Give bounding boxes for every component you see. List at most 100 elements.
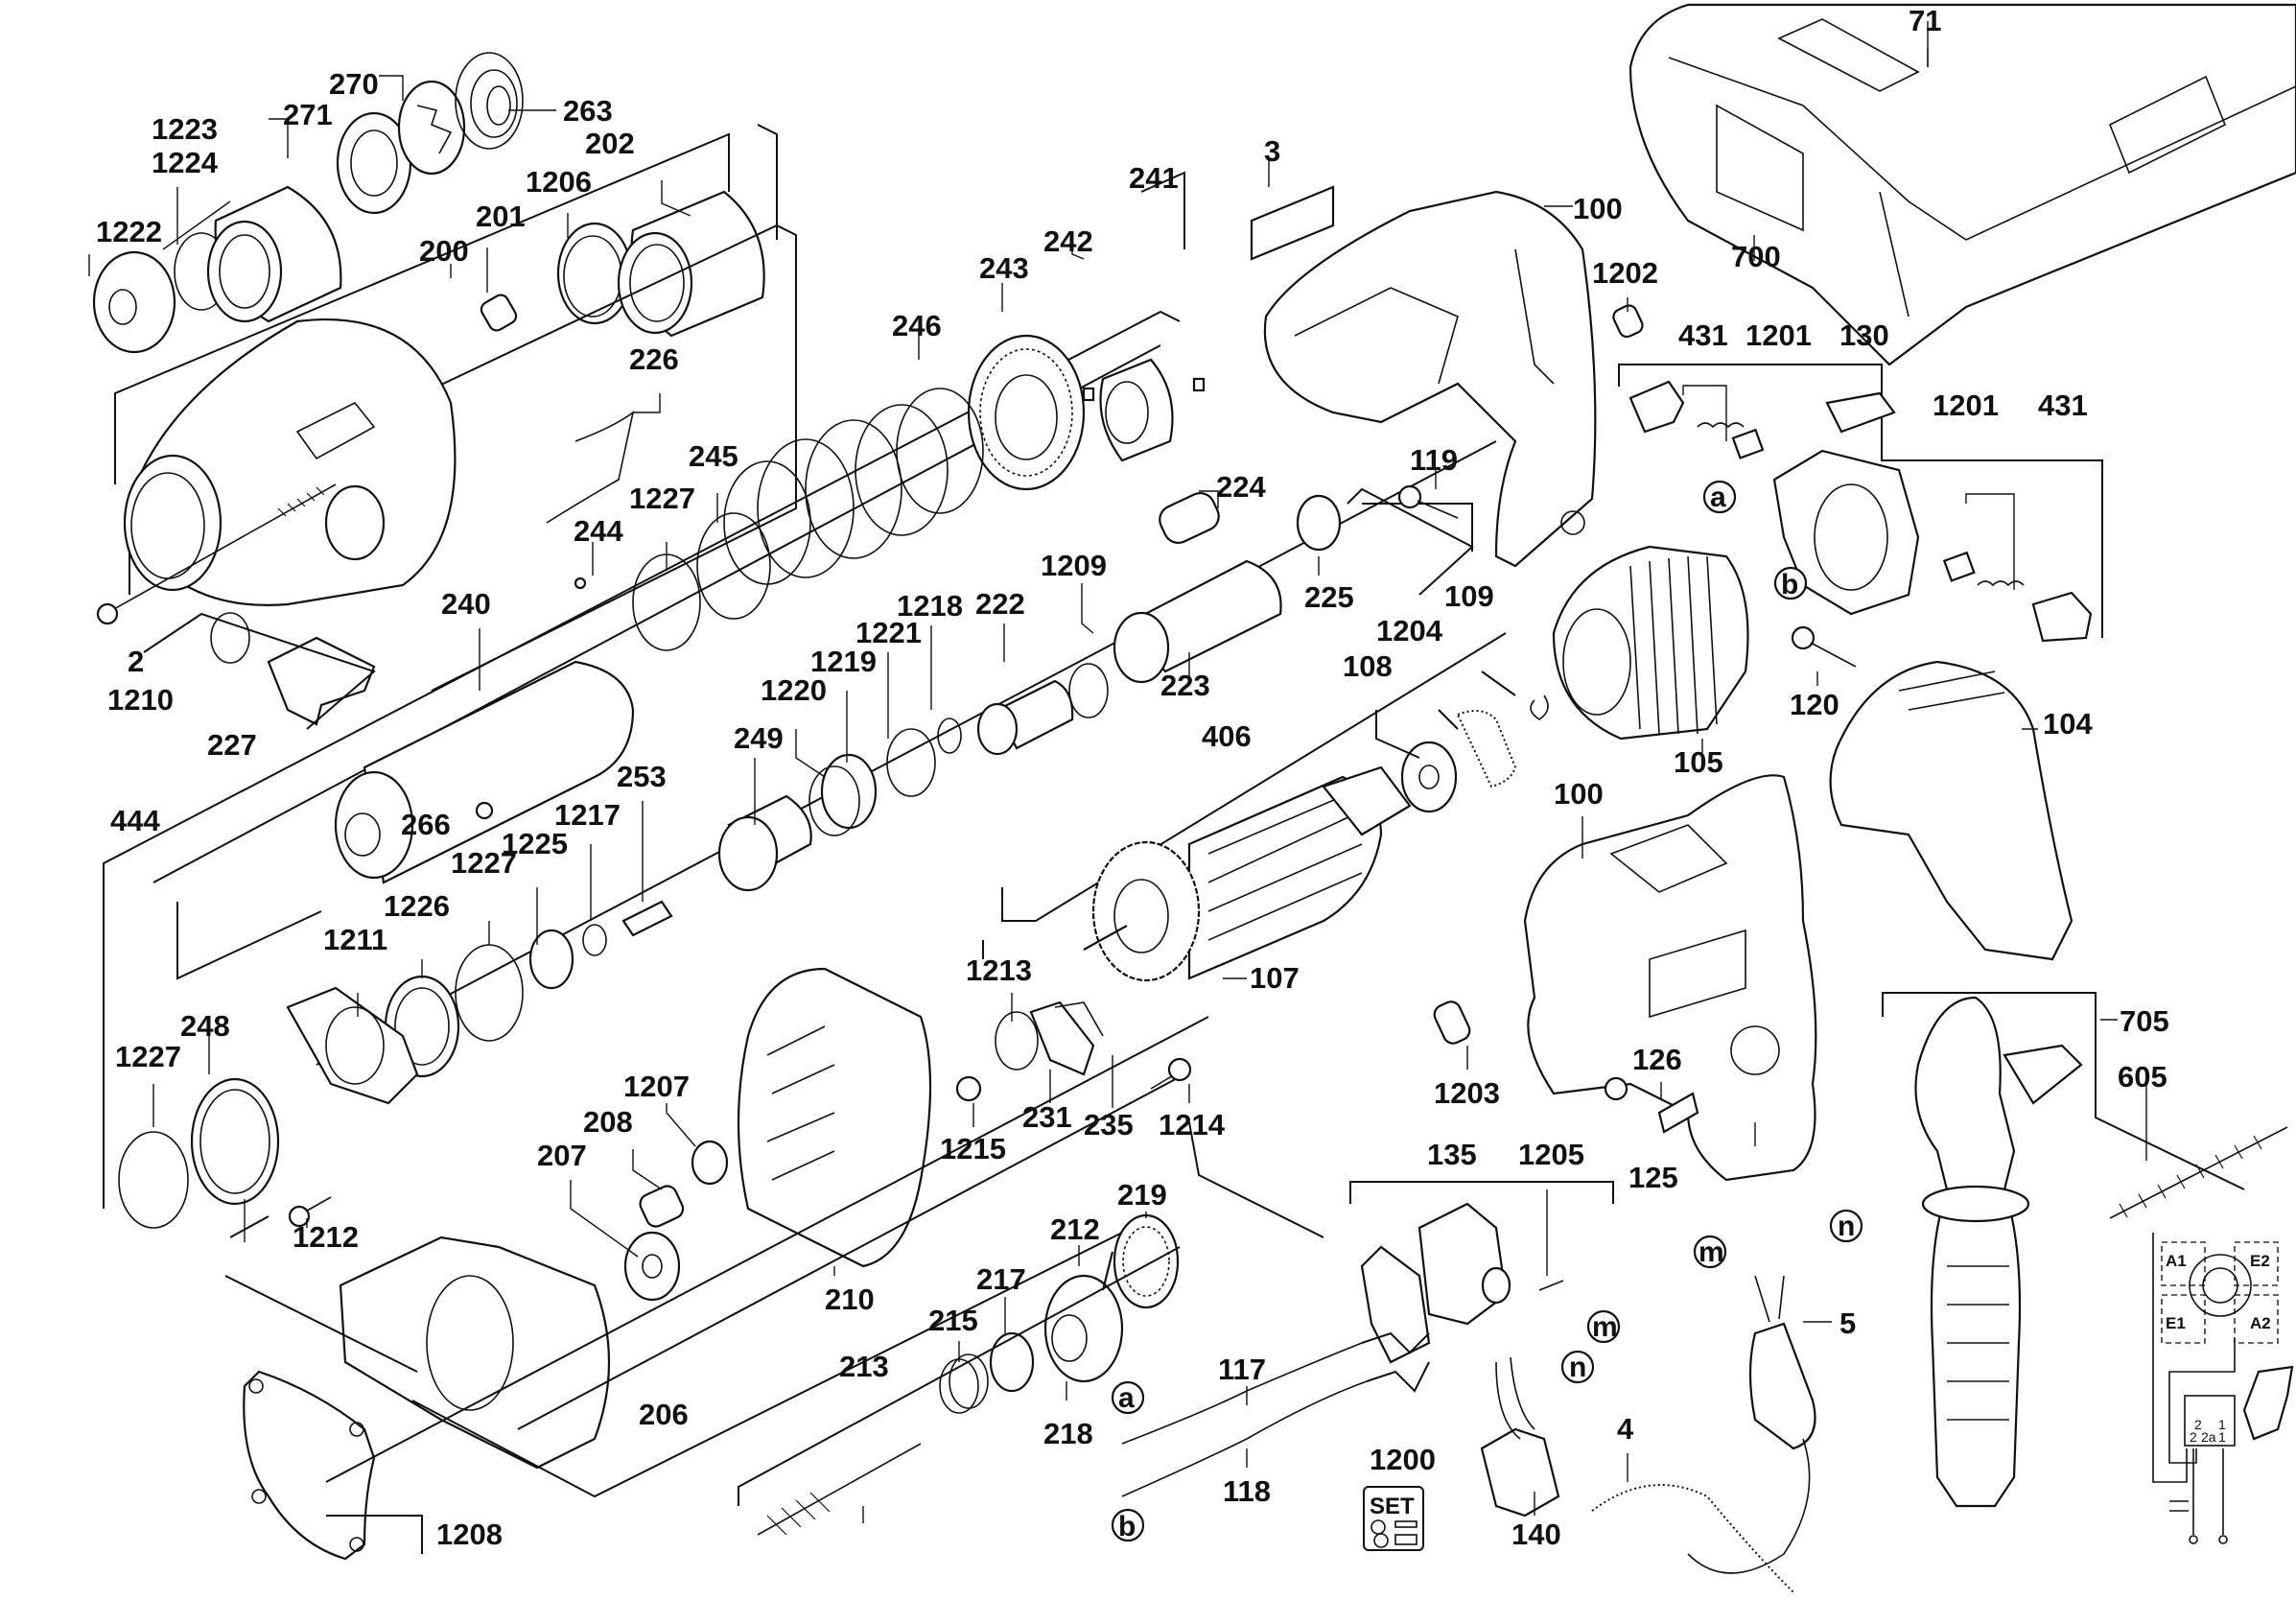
hammer-mechanism bbox=[103, 440, 1497, 1229]
part-226-clip bbox=[546, 411, 635, 524]
label-240: 240 bbox=[441, 587, 491, 621]
part-242-pin bbox=[1082, 387, 1095, 402]
label-213: 213 bbox=[839, 1350, 889, 1383]
part-243-gear bbox=[967, 334, 1086, 491]
part-240-spindle bbox=[363, 660, 635, 884]
label-1201-a: 1201 bbox=[1745, 318, 1812, 352]
part-210-fan-guard bbox=[737, 967, 932, 1268]
part-1211-flange bbox=[286, 986, 419, 1105]
label-1227-c: 1227 bbox=[115, 1040, 181, 1073]
lower-gear-group bbox=[517, 1073, 1324, 1536]
part-1220-seal bbox=[808, 765, 860, 836]
label-1202: 1202 bbox=[1592, 256, 1658, 290]
wiring-switch-label-1: 1 bbox=[2218, 1429, 2226, 1445]
label-105: 105 bbox=[1674, 745, 1723, 779]
part-105-field bbox=[1552, 545, 1749, 741]
label-109: 109 bbox=[1444, 579, 1494, 613]
label-5: 5 bbox=[1839, 1306, 1856, 1340]
part-217-gear bbox=[989, 1331, 1035, 1393]
part-1201-brush-right bbox=[1942, 551, 1976, 582]
marker-b-top: b bbox=[1781, 569, 1798, 600]
part-100-housing-left bbox=[1263, 190, 1597, 568]
label-231: 231 bbox=[1022, 1100, 1072, 1134]
label-245: 245 bbox=[689, 439, 738, 473]
part-705-side-handle-clamp bbox=[1914, 996, 2016, 1191]
wiring-box-e2 bbox=[2234, 1241, 2279, 1286]
leader-lines bbox=[88, 21, 2147, 1523]
handle-half-group bbox=[1829, 660, 2073, 961]
switch-group bbox=[1121, 1181, 1816, 1593]
label-227: 227 bbox=[207, 728, 257, 762]
part-431-brush-cap-left bbox=[1628, 380, 1685, 434]
part-206-housing bbox=[339, 1236, 611, 1470]
label-71: 71 bbox=[1909, 4, 1941, 37]
label-1219: 1219 bbox=[810, 645, 877, 678]
label-1203: 1203 bbox=[1434, 1076, 1500, 1110]
marker-b-bottom: b bbox=[1118, 1511, 1136, 1542]
part-120-screw bbox=[1791, 625, 1816, 650]
part-1210-ring bbox=[210, 612, 250, 664]
part-215-spring bbox=[949, 1353, 989, 1409]
wiring-trigger bbox=[2242, 1365, 2294, 1441]
marker-a-top-circle bbox=[1702, 480, 1737, 514]
wiring-motor-symbol bbox=[2189, 1254, 2252, 1317]
label-1223: 1223 bbox=[152, 112, 218, 146]
part-235-plate bbox=[1054, 1001, 1104, 1037]
part-119-screw bbox=[1397, 484, 1422, 509]
label-1227-b: 1227 bbox=[451, 846, 517, 880]
label-118: 118 bbox=[1223, 1474, 1271, 1508]
wiring-diagram bbox=[2152, 1233, 2294, 1544]
label-218: 218 bbox=[1043, 1417, 1093, 1450]
part-253-anvil bbox=[621, 900, 673, 937]
label-444: 444 bbox=[110, 804, 160, 837]
label-243: 243 bbox=[979, 251, 1029, 285]
marker-m-switch-circle bbox=[1586, 1309, 1621, 1344]
label-207: 207 bbox=[537, 1139, 587, 1172]
label-1200: 1200 bbox=[1370, 1443, 1436, 1476]
label-246: 246 bbox=[892, 309, 942, 342]
label-1204: 1204 bbox=[1376, 614, 1443, 647]
label-202: 202 bbox=[585, 127, 635, 160]
part-231-bearing-plate bbox=[1029, 1000, 1095, 1076]
wiring-switch bbox=[2184, 1395, 2236, 1447]
label-271: 271 bbox=[283, 98, 333, 131]
part-1221-circlip bbox=[886, 728, 936, 797]
spindle-group bbox=[103, 171, 1206, 1118]
label-235: 235 bbox=[1084, 1108, 1134, 1142]
label-605: 605 bbox=[2118, 1060, 2167, 1094]
part-213-shaft bbox=[766, 1492, 831, 1536]
wiring-box-a2 bbox=[2234, 1294, 2279, 1344]
part-1213-ring bbox=[995, 1011, 1039, 1071]
part-125-cable-clamp bbox=[1657, 1092, 1699, 1134]
part-218-clutch bbox=[1043, 1274, 1124, 1383]
part-135-switch-trigger bbox=[1360, 1245, 1431, 1364]
label-1207: 1207 bbox=[623, 1070, 690, 1103]
label-117: 117 bbox=[1218, 1353, 1266, 1386]
label-1226: 1226 bbox=[384, 889, 450, 923]
label-2: 2 bbox=[128, 645, 144, 678]
part-3-label bbox=[1250, 185, 1335, 261]
part-1222-cap bbox=[92, 250, 176, 354]
label-107: 107 bbox=[1250, 961, 1300, 995]
field-group bbox=[1552, 545, 1749, 741]
label-1215: 1215 bbox=[940, 1132, 1006, 1165]
part-118-cable bbox=[1121, 1380, 1368, 1497]
part-605-depth-rod bbox=[2119, 1135, 2262, 1218]
wiring-labels: A1 E2 E1 A2 2 2 2a 1 1 bbox=[2166, 1252, 2271, 1445]
part-5-power-cord bbox=[1748, 1322, 1816, 1450]
part-266-ball bbox=[475, 801, 494, 820]
wiring-label-e1: E1 bbox=[2166, 1314, 2186, 1332]
label-104: 104 bbox=[2043, 707, 2093, 741]
label-1227-a: 1227 bbox=[629, 482, 695, 515]
part-270-disc bbox=[397, 80, 466, 176]
part-126-screw bbox=[1604, 1076, 1628, 1101]
part-431-brush-cap-right bbox=[2031, 591, 2093, 643]
label-242: 242 bbox=[1043, 224, 1093, 258]
label-431-b: 431 bbox=[2038, 388, 2088, 422]
label-253: 253 bbox=[617, 760, 667, 793]
part-700-case bbox=[1628, 3, 2296, 366]
marker-n-switch: n bbox=[1569, 1352, 1586, 1383]
part-1203-pin bbox=[1433, 1000, 1471, 1045]
label-1213: 1213 bbox=[966, 953, 1032, 987]
part-2-screw bbox=[96, 602, 119, 625]
